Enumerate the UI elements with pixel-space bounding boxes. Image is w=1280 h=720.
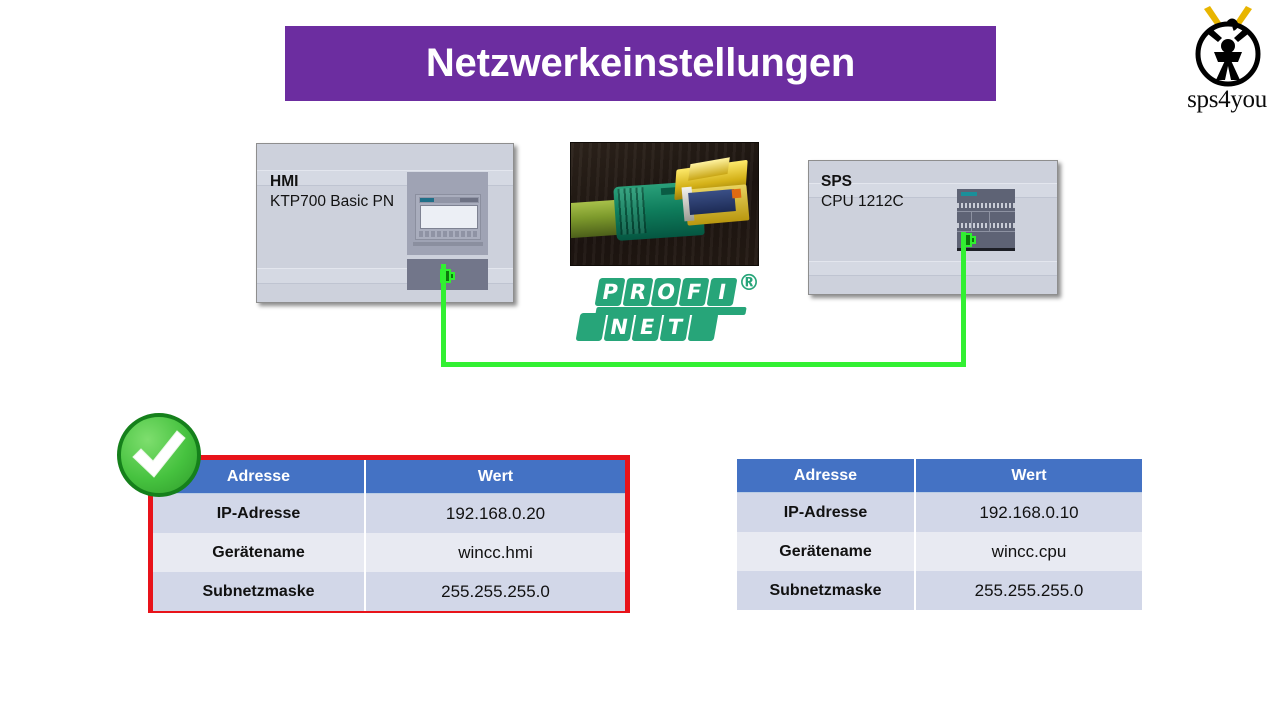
- profinet-letter-blank: [575, 313, 607, 341]
- table-header-row: Adresse Wert: [737, 459, 1142, 493]
- network-cable-segment: [441, 264, 446, 367]
- cpu-divider: [957, 231, 1015, 232]
- device-card-sps: [808, 160, 1058, 295]
- profinet-letter: R: [622, 278, 654, 306]
- network-cable-segment: [961, 232, 966, 367]
- row-value: wincc.hmi: [365, 533, 625, 572]
- network-cable-segment: [441, 362, 966, 367]
- row-key: Subnetzmaske: [153, 572, 366, 611]
- row-key: Gerätename: [153, 533, 366, 572]
- table-row: IP-Adresse 192.168.0.20: [153, 493, 625, 533]
- row-value: 255.255.255.0: [915, 571, 1142, 610]
- profinet-logo-top-word: P R O F I: [594, 278, 738, 306]
- table-row: Gerätename wincc.cpu: [737, 532, 1142, 571]
- brand-logo-text: sps4you: [1187, 86, 1267, 113]
- column-header-wert: Wert: [365, 460, 625, 494]
- hmi-panel-screen: [420, 205, 478, 229]
- column-header-adresse: Adresse: [737, 459, 916, 493]
- hmi-panel-keys: [419, 231, 479, 237]
- row-key: Subnetzmaske: [737, 571, 916, 610]
- row-key: Gerätename: [737, 532, 916, 571]
- cpu-terminal-row: [957, 203, 1015, 208]
- table-row: IP-Adresse 192.168.0.10: [737, 492, 1142, 532]
- profinet-letter: P: [594, 278, 626, 306]
- profinet-letter-blank: [687, 313, 719, 341]
- row-key: IP-Adresse: [737, 492, 916, 532]
- column-header-wert: Wert: [915, 459, 1142, 493]
- row-value: wincc.cpu: [915, 532, 1142, 571]
- table-row: Subnetzmaske 255.255.255.0: [737, 571, 1142, 610]
- profinet-letter: F: [678, 278, 710, 306]
- title-banner: Netzwerkeinstellungen: [285, 26, 996, 101]
- cpu-body: [957, 189, 1015, 251]
- device-label-hmi: HMI KTP700 Basic PN: [270, 172, 394, 212]
- hmi-panel-body: [415, 194, 481, 240]
- profinet-logo: P R O F I N E T ®: [575, 271, 760, 358]
- profinet-logo-bottom-word: N E T: [575, 313, 719, 341]
- profinet-letter: I: [706, 278, 738, 306]
- cpu-divider: [971, 211, 972, 231]
- row-value: 192.168.0.20: [365, 493, 625, 533]
- device-model-sps: CPU 1212C: [821, 192, 904, 210]
- profinet-letter: T: [659, 313, 691, 341]
- sps-network-settings-table: Adresse Wert IP-Adresse 192.168.0.10 Ger…: [737, 459, 1142, 610]
- card-stripe: [809, 261, 1057, 276]
- device-role-hmi: HMI: [270, 173, 299, 190]
- profinet-letter: N: [603, 313, 635, 341]
- check-circle-icon: [117, 413, 201, 497]
- hmi-panel-topbar: [419, 197, 479, 203]
- row-value: 255.255.255.0: [365, 572, 625, 611]
- cpu-brand-mark: [961, 192, 977, 196]
- profinet-rj45-cable-photo: [570, 142, 759, 266]
- row-value: 192.168.0.10: [915, 492, 1142, 532]
- table-row: Subnetzmaske 255.255.255.0: [153, 572, 625, 611]
- registered-trademark-icon: ®: [738, 271, 760, 296]
- sps-settings-box: Adresse Wert IP-Adresse 192.168.0.10 Ger…: [737, 459, 1142, 610]
- hmi-panel-device-icon: [407, 172, 488, 290]
- page-title: Netzwerkeinstellungen: [425, 41, 856, 85]
- cpu-divider: [989, 211, 990, 231]
- hmi-device-lower: [407, 259, 488, 290]
- row-key: IP-Adresse: [153, 493, 366, 533]
- profinet-letter: E: [631, 313, 663, 341]
- cpu-divider: [957, 211, 1015, 212]
- brand-logo: sps4you: [1178, 2, 1276, 120]
- table-row: Gerätename wincc.hmi: [153, 533, 625, 572]
- cpu-module-device-icon: [957, 189, 1015, 255]
- hmi-settings-highlight-box: Adresse Wert IP-Adresse 192.168.0.20 Ger…: [148, 455, 630, 613]
- hmi-network-settings-table: Adresse Wert IP-Adresse 192.168.0.20 Ger…: [153, 460, 625, 611]
- device-role-sps: SPS: [821, 173, 853, 190]
- checkmark-glyph: [132, 430, 186, 478]
- hmi-device-upper: [407, 172, 488, 255]
- profinet-letter: O: [650, 278, 682, 306]
- cpu-terminal-row: [957, 223, 1015, 228]
- device-model-hmi: KTP700 Basic PN: [270, 192, 395, 210]
- sps4you-figure-icon: [1195, 6, 1261, 87]
- table-header-row: Adresse Wert: [153, 460, 625, 494]
- hmi-panel-base: [413, 242, 483, 246]
- device-label-sps: SPS CPU 1212C: [821, 172, 904, 212]
